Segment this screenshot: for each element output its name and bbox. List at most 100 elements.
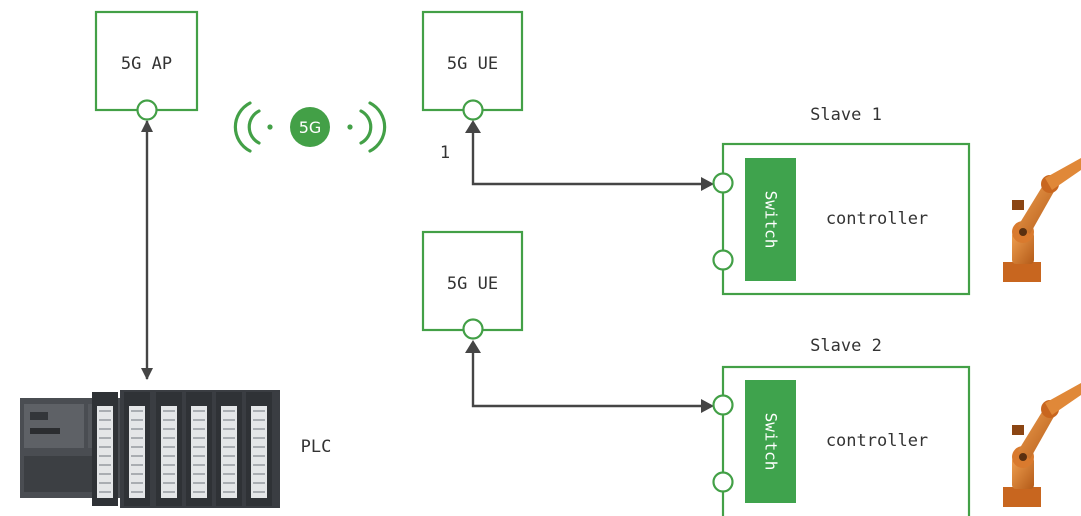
plc-module-terminal [193, 428, 205, 430]
plc-module-terminal [99, 455, 111, 457]
slave2-link-arrowhead [701, 399, 714, 413]
plc-module-terminal [193, 473, 205, 475]
ue2-node: 5G UE [421, 230, 524, 340]
robot-arm-icon [1003, 383, 1081, 507]
slave1-port-2 [712, 249, 734, 271]
plc-module-terminal [99, 428, 111, 430]
plc-module-terminal [223, 482, 235, 484]
plc-module-terminal [253, 419, 265, 421]
ue2-link-arrowhead [465, 340, 481, 353]
badge-5g [290, 107, 330, 147]
wave-left-outer [233, 101, 252, 153]
plc-module-terminal [253, 428, 265, 430]
plc-module-terminal [163, 410, 175, 412]
ue2-slave2-link [471, 352, 702, 408]
plc-module-terminal [131, 437, 143, 439]
plc-module-terminal [99, 437, 111, 439]
plc-module-terminal [131, 419, 143, 421]
plc-module-terminal [163, 428, 175, 430]
wave-left-dot [267, 124, 273, 130]
ap-label: 5G AP [121, 54, 172, 74]
plc-module-terminal [163, 419, 175, 421]
wave-right-inner [359, 109, 373, 145]
plc-module-terminal [131, 455, 143, 457]
plc-module-terminal [99, 419, 111, 421]
plc-module-terminal [223, 419, 235, 421]
ue1-box [421, 10, 524, 112]
slave2-controller-label: controller [826, 431, 928, 451]
plc-rack-icon [20, 390, 280, 508]
slave2-node: Slave 2 Switch controller [712, 336, 971, 516]
plc-module-terminal [131, 410, 143, 412]
slave1-link-arrowhead [701, 177, 714, 191]
plc-module-terminal [193, 491, 205, 493]
plc-module-terminal [223, 410, 235, 412]
plc-module-terminal [163, 482, 175, 484]
slave2-port-2 [712, 471, 734, 493]
plc-module-terminal [99, 491, 111, 493]
plc-module-terminal [253, 446, 265, 448]
plc-module-terminal [131, 464, 143, 466]
wireless-signal-icon: 5G [233, 101, 387, 153]
plc-module-terminal [223, 473, 235, 475]
plc-module-terminal [193, 464, 205, 466]
ap-port [136, 99, 158, 121]
slave1-switch [745, 158, 796, 281]
plc-module-terminal [253, 491, 265, 493]
plc-module-terminal [163, 437, 175, 439]
plc-module-terminal [223, 428, 235, 430]
plc-module-terminal [253, 437, 265, 439]
plc-module-terminal [223, 455, 235, 457]
ue2-label: 5G UE [447, 274, 498, 294]
slave2-switch [745, 380, 796, 503]
plc-module-terminal [253, 455, 265, 457]
plc-module-terminal [253, 473, 265, 475]
plc-module-terminal [99, 410, 111, 412]
plc-module-terminal [193, 455, 205, 457]
wave-left-inner [247, 109, 261, 145]
plc-module-terminal [193, 437, 205, 439]
plc-module-terminal [163, 473, 175, 475]
ue1-link-arrowhead [465, 120, 481, 133]
slave1-title: Slave 1 [810, 105, 882, 125]
plc-module-terminal [131, 428, 143, 430]
plc-module-terminal [131, 482, 143, 484]
plc-module-terminal [163, 455, 175, 457]
plc-module-terminal [253, 410, 265, 412]
plc-module-terminal [163, 446, 175, 448]
plc-module-terminal [193, 419, 205, 421]
ap-node: 5G AP [94, 10, 199, 121]
ue1-port [462, 99, 484, 121]
robot-arm-icon [1003, 158, 1081, 282]
plc-module-terminal [253, 464, 265, 466]
slave1-node: Slave 1 Switch controller [712, 105, 971, 296]
plc-label: PLC [301, 437, 332, 457]
plc-module-terminal [99, 473, 111, 475]
plc-module-terminal [131, 473, 143, 475]
ap-box [94, 10, 199, 112]
slave1-port-1 [712, 172, 734, 194]
plc-module-terminal [99, 464, 111, 466]
plc-module-terminal [223, 491, 235, 493]
plc-module-terminal [253, 482, 265, 484]
slave2-switch-label: Switch [762, 413, 781, 471]
plc-module-terminal [131, 491, 143, 493]
plc-module-terminal [99, 482, 111, 484]
ue1-slave1-link [471, 132, 702, 186]
wave-right-outer [368, 101, 387, 153]
ue1-port-number: 1 [440, 143, 450, 163]
slave1-switch-label: Switch [762, 191, 781, 249]
slave2-title: Slave 2 [810, 336, 882, 356]
slave1-controller-label: controller [826, 209, 928, 229]
plc-module-terminal [223, 437, 235, 439]
wave-right-dot [347, 124, 353, 130]
plc-module-terminal [223, 446, 235, 448]
slave2-port-1 [712, 394, 734, 416]
plc-module-terminal [163, 464, 175, 466]
plc-module-terminal [163, 491, 175, 493]
plc-module-terminal [131, 446, 143, 448]
plc-module-terminal [99, 446, 111, 448]
ue1-label: 5G UE [447, 54, 498, 74]
